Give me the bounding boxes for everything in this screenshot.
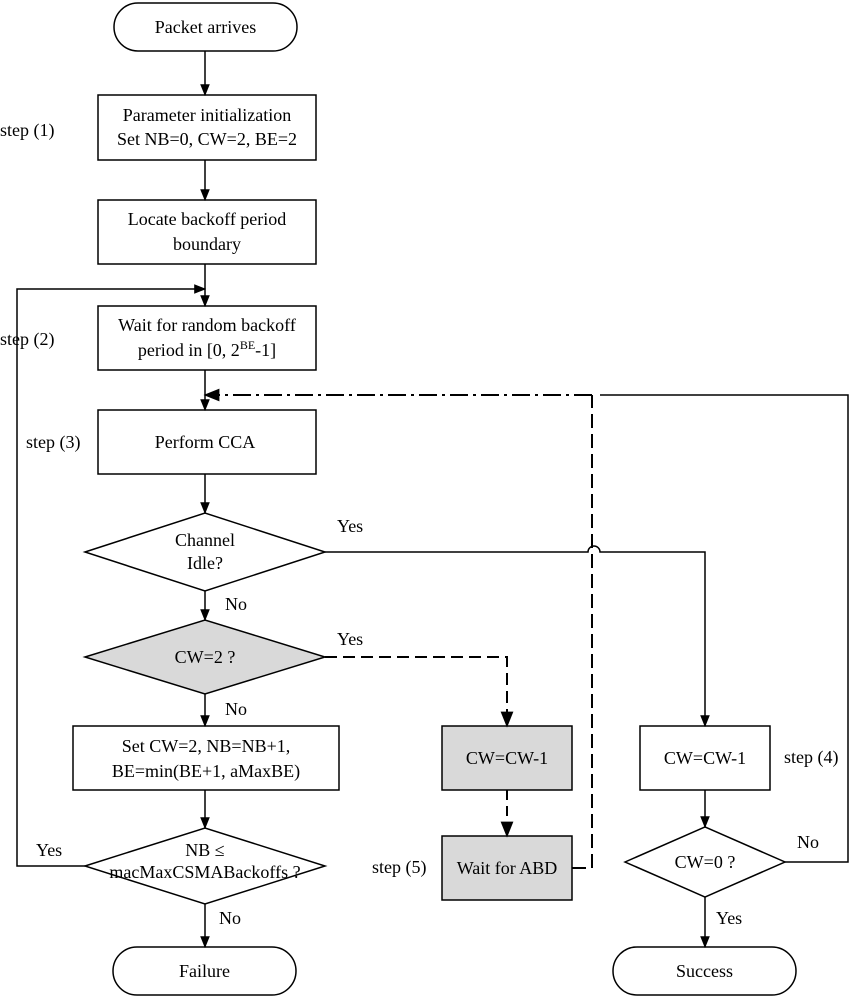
set-cw-line2: BE=min(BE+1, aMaxBE) bbox=[112, 761, 300, 782]
step-label-1: step (1) bbox=[0, 120, 54, 141]
locate-line1: Locate backoff period bbox=[128, 209, 287, 229]
cw2-question-text: CW=2 ? bbox=[175, 647, 236, 667]
wait-line2: period in [0, 2BE-1] bbox=[138, 338, 276, 360]
label-nb-yes: Yes bbox=[36, 840, 62, 860]
wait-abd-text: Wait for ABD bbox=[457, 858, 558, 878]
wait-line1: Wait for random backoff bbox=[118, 315, 296, 335]
success-text: Success bbox=[676, 961, 733, 981]
perform-cca-text: Perform CCA bbox=[155, 432, 256, 452]
node-set-cw: Set CW=2, NB=NB+1, BE=min(BE+1, aMaxBE) bbox=[72, 725, 340, 791]
wait-line2-prefix: period in [0, 2 bbox=[138, 340, 240, 360]
step-label-2: step (2) bbox=[0, 329, 54, 350]
channel-idle-line1: Channel bbox=[175, 530, 235, 550]
failure-text: Failure bbox=[179, 961, 230, 981]
label-cw0-yes: Yes bbox=[716, 908, 742, 928]
node-packet-arrives: Packet arrives bbox=[113, 2, 298, 52]
step-label-5: step (5) bbox=[372, 857, 426, 878]
wait-line2-superscript: BE bbox=[240, 338, 255, 352]
step-label-3: step (3) bbox=[26, 432, 80, 453]
edge-idle-yes bbox=[325, 545, 710, 728]
nb-check-line1: NB ≤ bbox=[185, 840, 225, 860]
label-cw2-yes: Yes bbox=[337, 629, 363, 649]
label-cw2-no: No bbox=[225, 699, 247, 719]
node-channel-idle: Channel Idle? bbox=[82, 512, 328, 592]
label-nb-no: No bbox=[219, 908, 241, 928]
set-cw-line1: Set CW=2, NB=NB+1, bbox=[122, 736, 290, 756]
step-label-4: step (4) bbox=[784, 747, 838, 768]
node-perform-cca: Perform CCA bbox=[97, 409, 317, 475]
node-cw2-question: CW=2 ? bbox=[82, 619, 328, 695]
locate-line2: boundary bbox=[173, 234, 241, 254]
cw-dec-mid-text: CW=CW-1 bbox=[466, 748, 548, 768]
label-cw0-no: No bbox=[797, 832, 819, 852]
node-cw0-question: CW=0 ? bbox=[623, 826, 787, 898]
edge-cw0-no-loop bbox=[600, 394, 849, 863]
edge-abd-loop bbox=[572, 395, 593, 869]
param-init-line2: Set NB=0, CW=2, BE=2 bbox=[117, 129, 297, 149]
node-failure: Failure bbox=[112, 946, 297, 996]
cw0-question-text: CW=0 ? bbox=[675, 852, 736, 872]
edge-cw2-yes bbox=[325, 656, 514, 728]
node-nb-check: NB ≤ macMaxCSMABackoffs ? bbox=[82, 827, 328, 905]
packet-arrives-text: Packet arrives bbox=[155, 17, 256, 37]
node-cw-decrement-mid: CW=CW-1 bbox=[441, 725, 573, 791]
node-wait-random-backoff: Wait for random backoff period in [0, 2B… bbox=[97, 305, 317, 371]
node-locate-boundary: Locate backoff period boundary bbox=[97, 199, 317, 265]
cw-dec-right-text: CW=CW-1 bbox=[664, 748, 746, 768]
wait-line2-suffix: -1] bbox=[255, 340, 276, 360]
node-wait-abd: Wait for ABD bbox=[441, 835, 573, 901]
nb-check-line2: macMaxCSMABackoffs ? bbox=[109, 862, 300, 882]
node-cw-decrement-right: CW=CW-1 bbox=[639, 725, 771, 791]
channel-idle-line2: Idle? bbox=[187, 553, 223, 573]
label-idle-yes: Yes bbox=[337, 516, 363, 536]
edge-nb-yes-loop bbox=[16, 284, 207, 867]
node-success: Success bbox=[612, 946, 797, 996]
param-init-line1: Parameter initialization bbox=[123, 105, 291, 125]
label-idle-no: No bbox=[225, 594, 247, 614]
node-parameter-initialization: Parameter initialization Set NB=0, CW=2,… bbox=[97, 94, 317, 161]
